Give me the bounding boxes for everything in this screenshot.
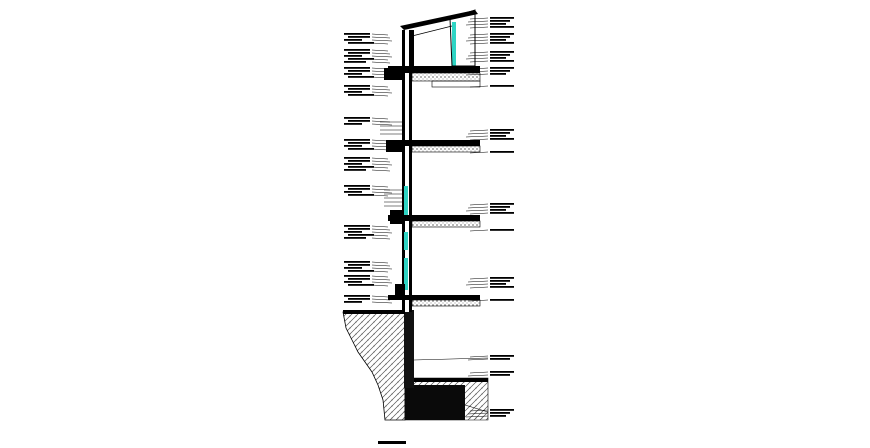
callout-right: [469, 229, 514, 232]
callout-left: [344, 225, 393, 240]
callout-left: [344, 185, 393, 197]
node-detail-4: [395, 284, 405, 300]
roof-wall-post: [412, 30, 414, 70]
basement-floor: [414, 378, 488, 382]
callout-left: [344, 33, 393, 45]
node-detail-2: [386, 140, 402, 152]
node-detail-1: [384, 68, 402, 80]
facade-wall-outer: [402, 30, 405, 312]
glazing-roof: [452, 22, 456, 66]
facade-cavity: [405, 30, 409, 312]
callout-right: [465, 277, 514, 289]
callout-left: [344, 67, 393, 79]
left-callouts: [344, 33, 393, 304]
soil-mass: [342, 311, 406, 421]
callout-right: [467, 371, 514, 377]
callout-left: [344, 275, 393, 287]
callout-left: [344, 261, 393, 273]
roof-inner-line: [411, 25, 453, 37]
callout-right: [465, 203, 514, 215]
callout-right: [469, 85, 514, 88]
callout-right: [465, 67, 514, 76]
callout-left: [344, 157, 393, 172]
callout-right: [469, 151, 514, 154]
basement-leader-1: [413, 357, 489, 361]
floor-slab-3: [388, 295, 481, 307]
callout-right: [465, 409, 514, 418]
callout-left: [344, 117, 393, 126]
callout-left: [344, 139, 393, 151]
callout-left: [344, 295, 393, 304]
foundation-footing: [405, 385, 465, 420]
callout-right: [465, 129, 514, 141]
glazing-floor-4: [404, 258, 408, 290]
floor-slab-roof: [388, 66, 481, 88]
callout-left: [344, 49, 393, 64]
right-callouts: [465, 17, 514, 418]
callout-right: [465, 33, 514, 45]
ground-slab: [343, 310, 405, 314]
callout-right: [465, 17, 514, 29]
node-detail-3: [390, 210, 404, 224]
basement-leader-2: [464, 404, 489, 413]
wall-hatch-upper: [380, 121, 402, 135]
floor-slab-2: [388, 215, 481, 228]
facade-wall-inner: [409, 30, 412, 312]
callout-right: [465, 51, 514, 63]
scale-bar: [378, 441, 406, 444]
callout-left: [344, 85, 393, 97]
callout-right: [467, 355, 514, 361]
floor-slab-1: [388, 140, 481, 153]
basement-wall: [404, 310, 414, 388]
wall-hatch-mid: [384, 189, 402, 207]
glazing-floor-3: [404, 232, 408, 250]
glazing-floor-2: [404, 186, 408, 216]
callout-right: [469, 299, 514, 302]
